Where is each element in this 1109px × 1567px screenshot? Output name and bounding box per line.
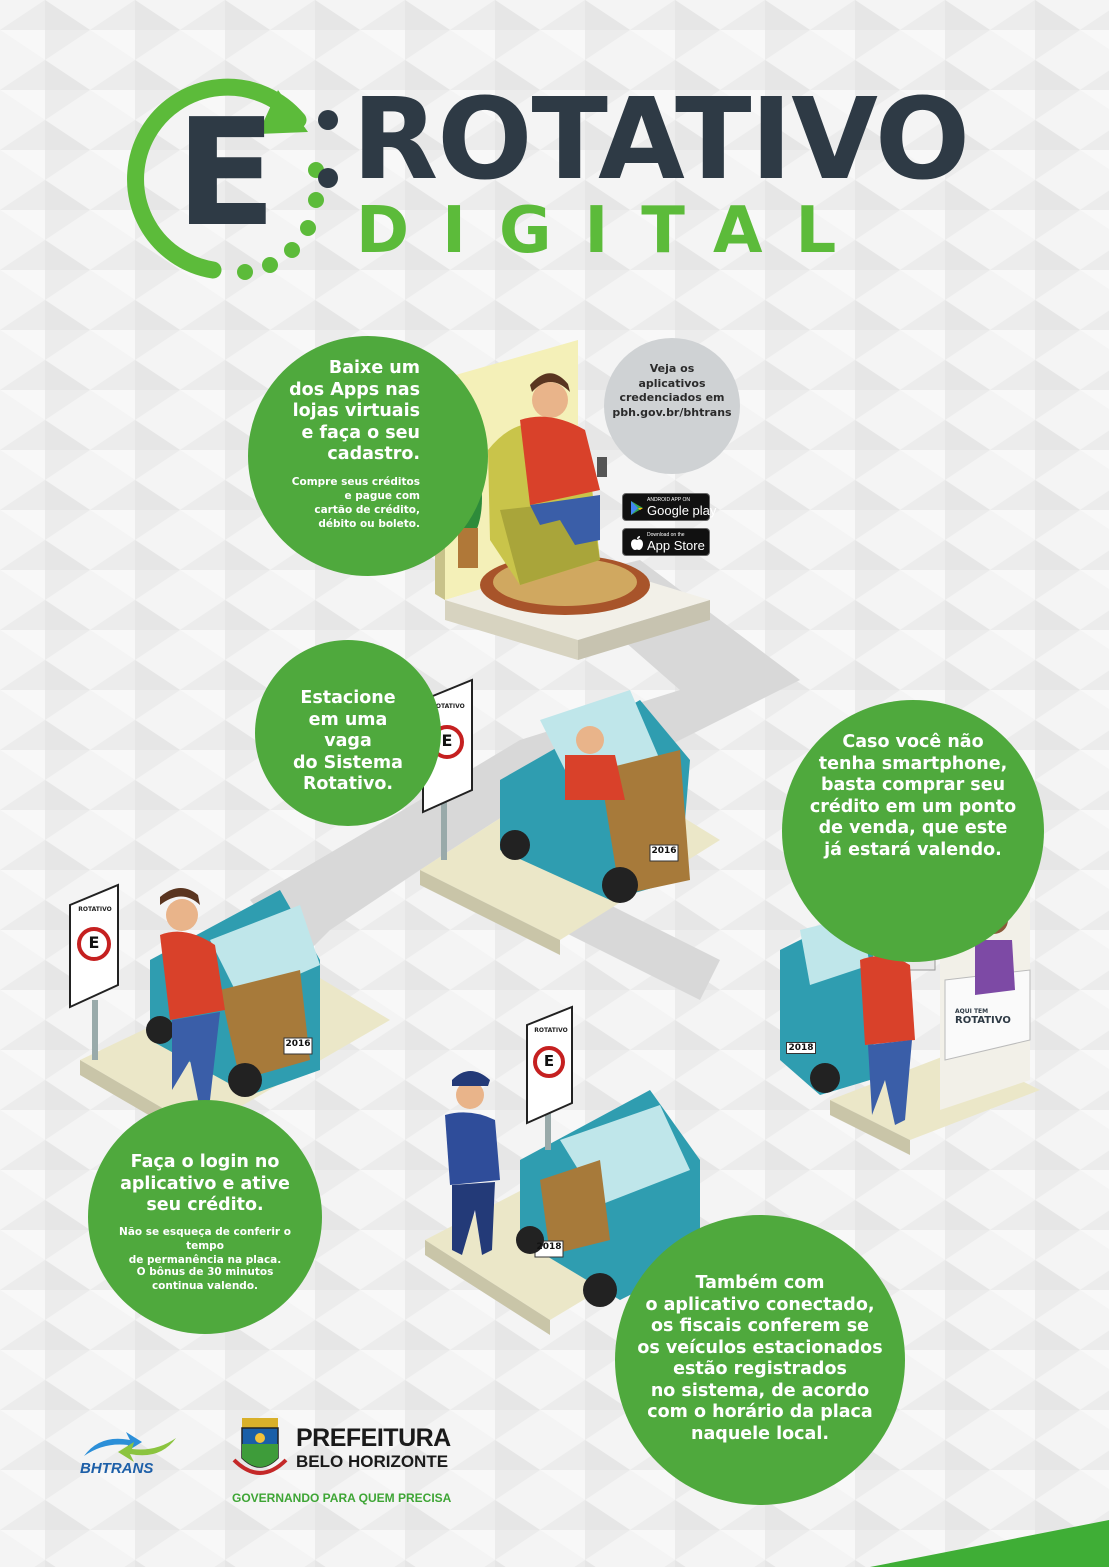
sign-letter-step5: E <box>543 1052 555 1070</box>
plate-step2: 2016 <box>651 846 677 856</box>
google-play-badge[interactable]: ANDROID APP ON Google play <box>622 493 716 521</box>
apps-info-text: Veja os aplicativos credenciados em pbh.… <box>612 362 732 419</box>
step3-note1: Não se esqueça de conferir o tempo de pe… <box>119 1226 291 1266</box>
step4-circle <box>782 700 1044 962</box>
plate-step4: 2018 <box>786 1042 816 1054</box>
google-play-icon <box>631 501 643 515</box>
step3-note2: O bônus de 30 minutos continua valendo. <box>136 1266 274 1292</box>
app-store-badge[interactable]: Download on the App Store <box>622 528 710 556</box>
app-store-badge-top: Download on the <box>647 532 685 538</box>
sign-label-step2: ROTATIVO <box>431 703 465 710</box>
sign-letter-step2: E <box>441 731 453 750</box>
step1-note: Compre seus créditos e pague com cartão … <box>291 476 420 530</box>
step2-text: Estacione em uma vaga do Sistema Rotativ… <box>293 688 403 794</box>
kiosk-label-line2: ROTATIVO <box>955 1015 1011 1026</box>
step1-circle <box>248 336 488 576</box>
footer-belo-horizonte: BELO HORIZONTE <box>296 1452 449 1471</box>
logo-ring-icon <box>127 78 324 280</box>
app-store-badge-label: App Store <box>647 538 705 553</box>
step1-text: Baixe um dos Apps nas lojas virtuais e f… <box>289 358 420 464</box>
apps-info-circle <box>604 338 740 474</box>
sign-label-step5: ROTATIVO <box>534 1027 568 1034</box>
footer-prefeitura: PREFEITURA <box>296 1424 451 1452</box>
kiosk-label-line1: AQUI TEM <box>955 1008 989 1015</box>
bhtrans-logo-icon <box>84 1432 176 1462</box>
footer-bhtrans: BHTRANS <box>80 1460 154 1477</box>
sign-letter-step3: E <box>88 933 100 952</box>
plate-step5: 2018 <box>536 1242 562 1252</box>
plate-step3: 2016 <box>285 1039 311 1049</box>
step5-text: Também com o aplicativo conectado, os fi… <box>637 1273 883 1444</box>
google-play-badge-label: Google play <box>647 503 717 518</box>
kiosk-label: AQUI TEM ROTATIVO <box>955 1008 1025 1026</box>
logo-letter-e: E <box>175 87 277 259</box>
logo-colon-icon <box>318 110 338 226</box>
coat-of-arms-icon <box>232 1418 288 1475</box>
sign-label-step3: ROTATIVO <box>78 906 112 913</box>
step4-text: Caso você não tenha smartphone, basta co… <box>809 732 1017 860</box>
step2-circle <box>255 640 441 826</box>
footer-slogan: GOVERNANDO PARA QUEM PRECISA <box>232 1491 452 1505</box>
step3-text: Faça o login no aplicativo e ative seu c… <box>120 1152 290 1215</box>
step5-circle <box>615 1215 905 1505</box>
logo-word-rotativo: ROTATIVO <box>352 75 970 205</box>
apple-icon <box>631 536 643 550</box>
step3-circle <box>88 1100 322 1334</box>
logo-word-digital: DIGITAL <box>356 194 870 268</box>
google-play-badge-top: ANDROID APP ON <box>647 497 690 503</box>
